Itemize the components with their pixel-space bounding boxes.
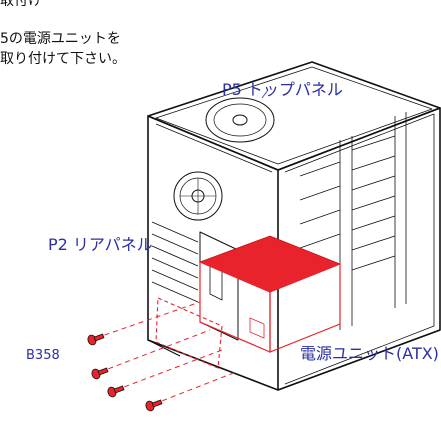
instruction-line: 5の電源ユニットを: [0, 31, 121, 47]
guide-line-2: [99, 329, 211, 373]
psu-label: 電源ユニット(ATX): [300, 344, 439, 363]
top-panel-outline: [147, 61, 441, 171]
guide-line-4: [153, 371, 237, 405]
instruction-line: 取り付けて下さい。: [0, 51, 126, 67]
top-fan-icon: [205, 97, 275, 143]
fan-icon: [173, 171, 223, 221]
psu-opening-guide: [155, 297, 223, 369]
top-panel-label: P5 トップパネル: [222, 80, 343, 99]
step-heading: 取付け: [0, 0, 42, 9]
screw-icon: [87, 333, 163, 412]
screw-code-label: B358: [26, 348, 60, 363]
guide-line-1: [95, 301, 201, 339]
guide-line-3: [115, 349, 223, 391]
rear-panel-label: P2 リアパネル: [48, 235, 153, 254]
